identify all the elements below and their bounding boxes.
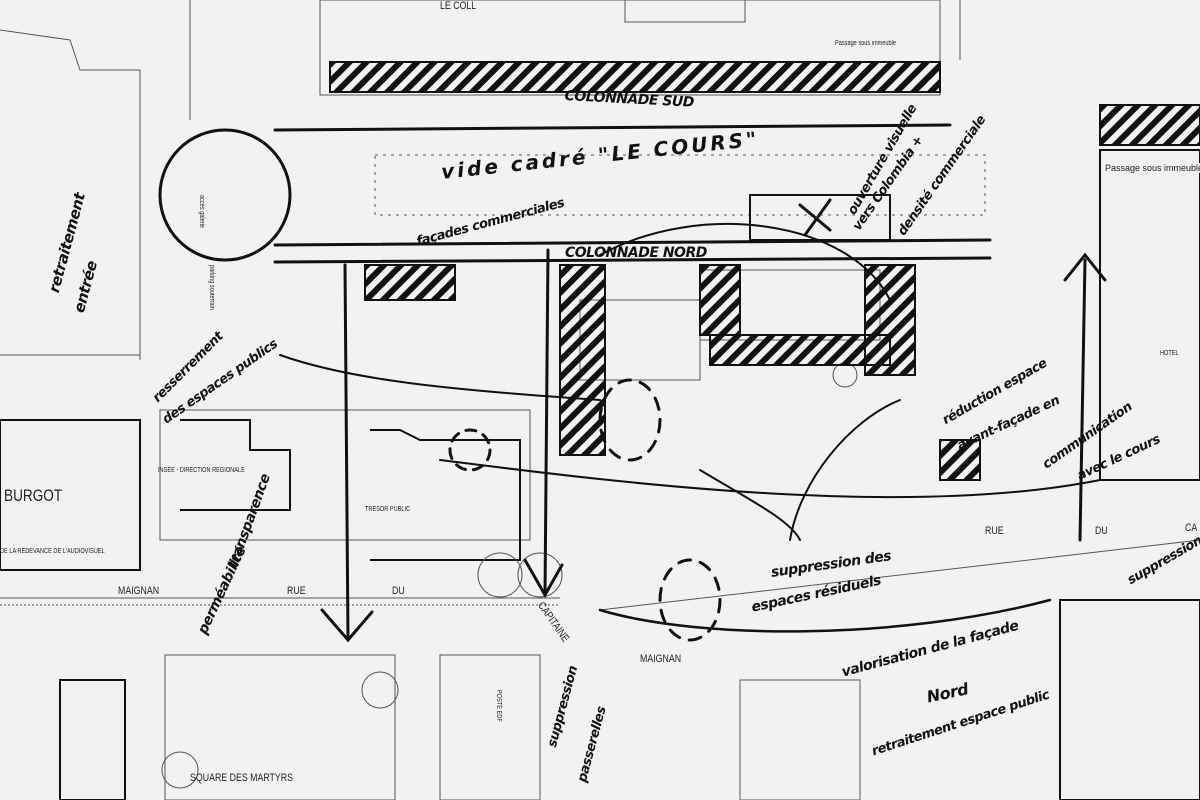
label-burgot: BURGOT <box>4 486 63 505</box>
label-passage: Passage sous immeuble <box>835 40 897 47</box>
label-tresor: TRESOR PUBLIC <box>365 506 411 513</box>
label-maignan-2: MAIGNAN <box>640 653 682 665</box>
label-college: LE COLL <box>440 0 477 12</box>
label-square: SQUARE DES MARTYRS <box>190 772 294 784</box>
label-poste: POSTE EDF <box>495 690 502 722</box>
label-maignan-1: MAIGNAN <box>118 585 160 597</box>
label-hotel: HOTEL <box>1160 350 1179 357</box>
label-insee: INSEE - DIRECTION REGIONALE <box>158 467 245 474</box>
label-du-2: DU <box>1095 525 1108 537</box>
label-rue-2: RUE <box>985 525 1004 537</box>
label-du-1: DU <box>392 585 405 597</box>
label-rue-1: RUE <box>287 585 306 597</box>
label-parking: parking souterrain <box>208 265 215 310</box>
annotation-colonnade-nord: COLONNADE NORD <box>565 245 707 261</box>
label-redevance: DE LA REDEVANCE DE L'AUDIOVISUEL <box>0 548 105 555</box>
sketch-strokes <box>158 123 1107 643</box>
label-passage-2: Passage sous immeuble <box>1104 163 1200 173</box>
label-ca: CA <box>1185 522 1198 534</box>
hatched-buildings <box>329 61 1200 481</box>
label-galerie: accès galerie <box>198 195 205 228</box>
